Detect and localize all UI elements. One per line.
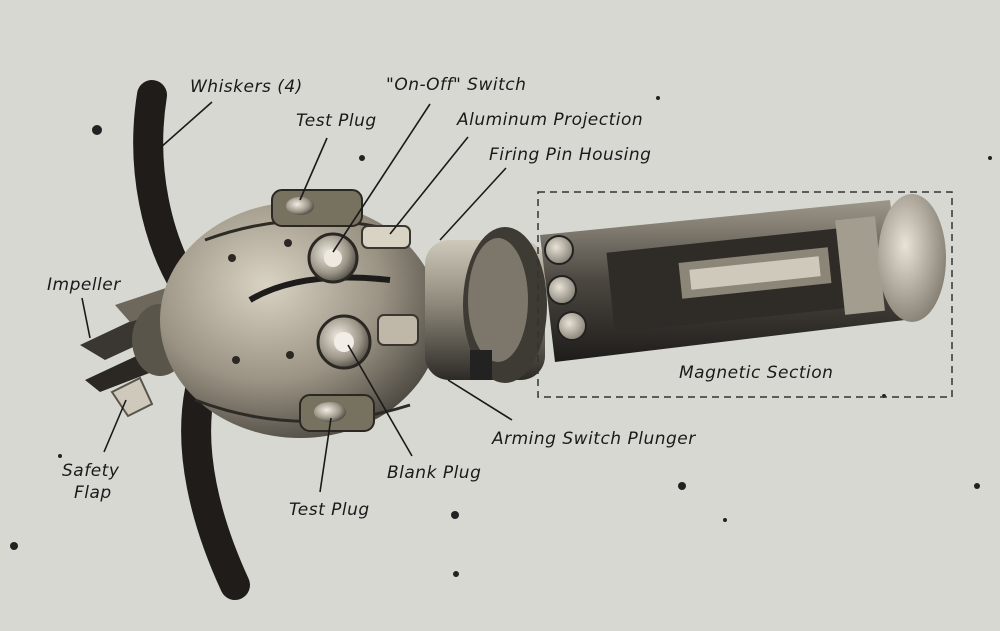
leader-aluminum bbox=[389, 136, 469, 235]
leader-on-off bbox=[332, 103, 431, 253]
label-test-plug-top: Test Plug bbox=[296, 111, 377, 131]
leader-lines bbox=[81, 101, 513, 493]
leader-blank-plug bbox=[347, 344, 413, 457]
label-impeller: Impeller bbox=[47, 275, 121, 295]
leader-safety-flap bbox=[103, 399, 127, 453]
firing-pin-housing bbox=[425, 227, 547, 383]
test-plug-top-housing bbox=[271, 189, 363, 227]
leader-impeller bbox=[81, 297, 91, 339]
whisker-lower bbox=[181, 375, 250, 600]
leader-firing-pin bbox=[439, 167, 507, 241]
label-aluminum-projection: Aluminum Projection bbox=[456, 110, 643, 130]
label-whiskers: Whiskers (4) bbox=[190, 77, 303, 97]
labels: Whiskers (4) Test Plug "On-Off" Switch A… bbox=[47, 75, 833, 520]
leader-test-plug-bottom bbox=[319, 417, 332, 493]
label-arming-switch-plunger: Arming Switch Plunger bbox=[491, 429, 696, 449]
aluminum-projection bbox=[361, 225, 411, 249]
mine-head bbox=[160, 189, 440, 438]
leader-whiskers bbox=[159, 101, 213, 149]
leader-arming bbox=[447, 379, 513, 421]
label-firing-pin-housing: Firing Pin Housing bbox=[489, 145, 651, 165]
label-safety-flap-line1: Safety bbox=[62, 461, 120, 481]
magnetic-section-box bbox=[537, 191, 953, 398]
label-magnetic-section: Magnetic Section bbox=[679, 363, 833, 383]
magnetic-section-body bbox=[540, 194, 946, 362]
label-blank-plug: Blank Plug bbox=[387, 463, 481, 483]
label-safety-flap-line2: Flap bbox=[74, 483, 112, 503]
label-on-off-switch: "On-Off" Switch bbox=[386, 75, 526, 95]
label-test-plug-bottom: Test Plug bbox=[289, 500, 370, 520]
leader-test-plug-top bbox=[299, 137, 328, 201]
